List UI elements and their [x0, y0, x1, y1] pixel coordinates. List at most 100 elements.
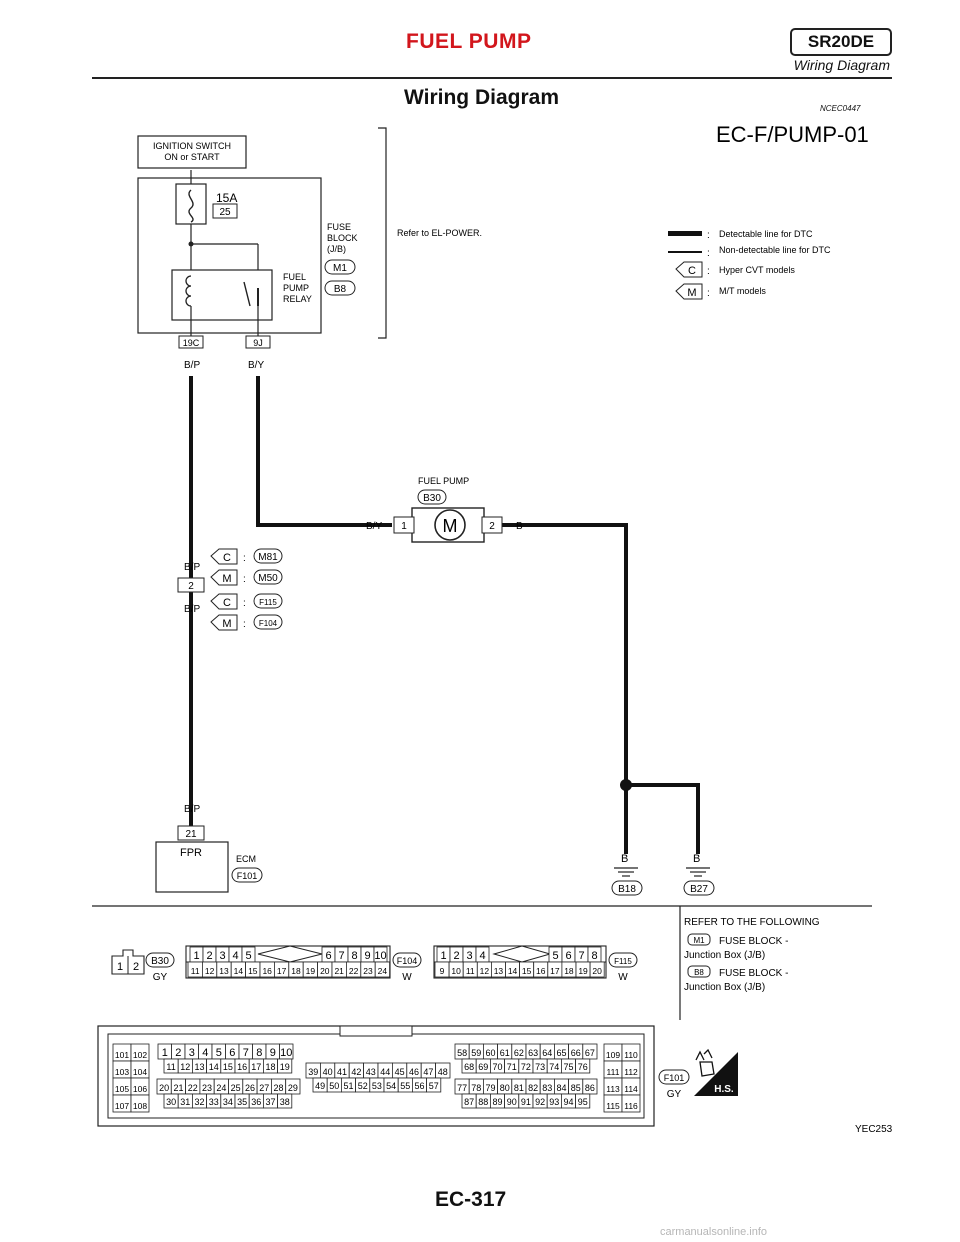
pin-number: 113 [606, 1084, 620, 1094]
pin-number: 32 [194, 1097, 204, 1107]
f101-id: F101 [664, 1073, 685, 1083]
pin-number: 54 [386, 1081, 396, 1091]
legend-c-tag [675, 261, 703, 278]
pin-number: 57 [429, 1081, 439, 1091]
pin-number: 1 [440, 950, 446, 962]
refer-item2-tag-box [687, 965, 711, 978]
pin-number: 63 [528, 1048, 538, 1058]
pin-number: 20 [592, 966, 602, 976]
legend-c-key: C [688, 265, 696, 277]
pin-number: 7 [578, 950, 584, 962]
relay-label-line2: PUMP [283, 283, 309, 293]
pin-number: 93 [549, 1097, 559, 1107]
pin-number: 3 [189, 1047, 195, 1059]
hs-badge-triangle [694, 1052, 738, 1096]
ignition-switch-box [137, 135, 247, 169]
pin-number: 108 [133, 1101, 147, 1111]
wire-color-b-ground1: B [621, 853, 628, 865]
pin-number: 12 [480, 966, 490, 976]
refer-item1-tag: M1 [693, 936, 705, 945]
fuel-pump-motor-label: M [443, 516, 458, 536]
ecm-pin-name: FPR [180, 847, 202, 859]
pin-number: 1 [193, 950, 199, 962]
f101-color: GY [667, 1089, 682, 1100]
pin-number: 47 [423, 1067, 433, 1077]
fuse-amps: 15A [216, 191, 237, 205]
fuel-pump-relay-box [171, 269, 273, 321]
legend-m-tag [675, 283, 703, 300]
pin-number: 88 [478, 1097, 488, 1107]
relay-contact [243, 281, 251, 307]
pin-number: 71 [507, 1062, 517, 1072]
b30-color: GY [153, 972, 168, 983]
pin-number: 46 [409, 1067, 419, 1077]
refer-item1-tag-box [687, 933, 711, 946]
pin-number: 9 [364, 950, 370, 962]
ground-junction-dot [620, 779, 632, 791]
pin-number: 12 [205, 966, 215, 976]
pin-number: 14 [209, 1062, 219, 1072]
legend-m-text: M/T models [719, 286, 766, 296]
pin-number: 48 [438, 1067, 448, 1077]
ground1-pill [611, 880, 643, 896]
wire-color-bp-ecm: B/P [184, 804, 200, 815]
joint-c-key-2: C [223, 597, 231, 609]
wire-b-ground-branch [626, 783, 700, 854]
f101-latch-notch [339, 1025, 413, 1037]
header-rule [92, 77, 892, 79]
section-code: NCEC0447 [820, 104, 861, 113]
pin-number: 4 [232, 950, 238, 962]
pin-number: 22 [349, 966, 359, 976]
pin-number: 24 [216, 1083, 226, 1093]
pin-number: 77 [457, 1083, 467, 1093]
joint-m50: M50 [258, 573, 278, 584]
pin-number: 104 [133, 1067, 147, 1077]
fuse-block-box [137, 177, 322, 334]
pin-number: 14 [234, 966, 244, 976]
pin-number: 10 [280, 1047, 292, 1059]
fuel-pump-pin1-box [393, 516, 415, 534]
pin-number: 26 [245, 1083, 255, 1093]
pin-number: 11 [466, 966, 475, 976]
pin-cell [435, 1062, 451, 1079]
fuse-block-label-line3: (J/B) [327, 244, 346, 254]
pin-number: 83 [542, 1083, 552, 1093]
fuse-element [188, 189, 194, 223]
pin-number: 41 [337, 1067, 347, 1077]
pin-number: 18 [291, 966, 301, 976]
wire-b-from-pump [490, 523, 628, 854]
f115-latch [492, 945, 552, 963]
pin-number: 76 [578, 1062, 588, 1072]
pin-number: 4 [202, 1047, 208, 1059]
joint-pin-box [177, 577, 205, 593]
pin-number: 87 [464, 1097, 474, 1107]
pin-number: 15 [223, 1062, 233, 1072]
pin-number: 17 [550, 966, 560, 976]
joint-c-tag-2 [210, 593, 238, 610]
pin-number: 95 [578, 1097, 588, 1107]
joint-f115: F115 [259, 598, 277, 607]
pin-number: 10 [374, 950, 386, 962]
pin-number: 86 [585, 1083, 595, 1093]
pin-number: 42 [351, 1067, 361, 1077]
f104-id-pill [392, 952, 422, 968]
pin-number: 70 [492, 1062, 502, 1072]
joint-f115-pill [253, 593, 283, 609]
pin-number: 21 [334, 966, 344, 976]
pin-cell [621, 1094, 641, 1113]
pin-number: 6 [565, 950, 571, 962]
watermark: carmanualsonline.info [660, 1226, 768, 1238]
joint-colon-4: : [243, 619, 246, 630]
pin-cell [575, 1058, 591, 1074]
pin-number: 8 [351, 950, 357, 962]
refer-item1-line2: Junction Box (J/B) [684, 950, 765, 961]
pin-number: 80 [500, 1083, 510, 1093]
legend-colon-1: : [707, 230, 710, 241]
